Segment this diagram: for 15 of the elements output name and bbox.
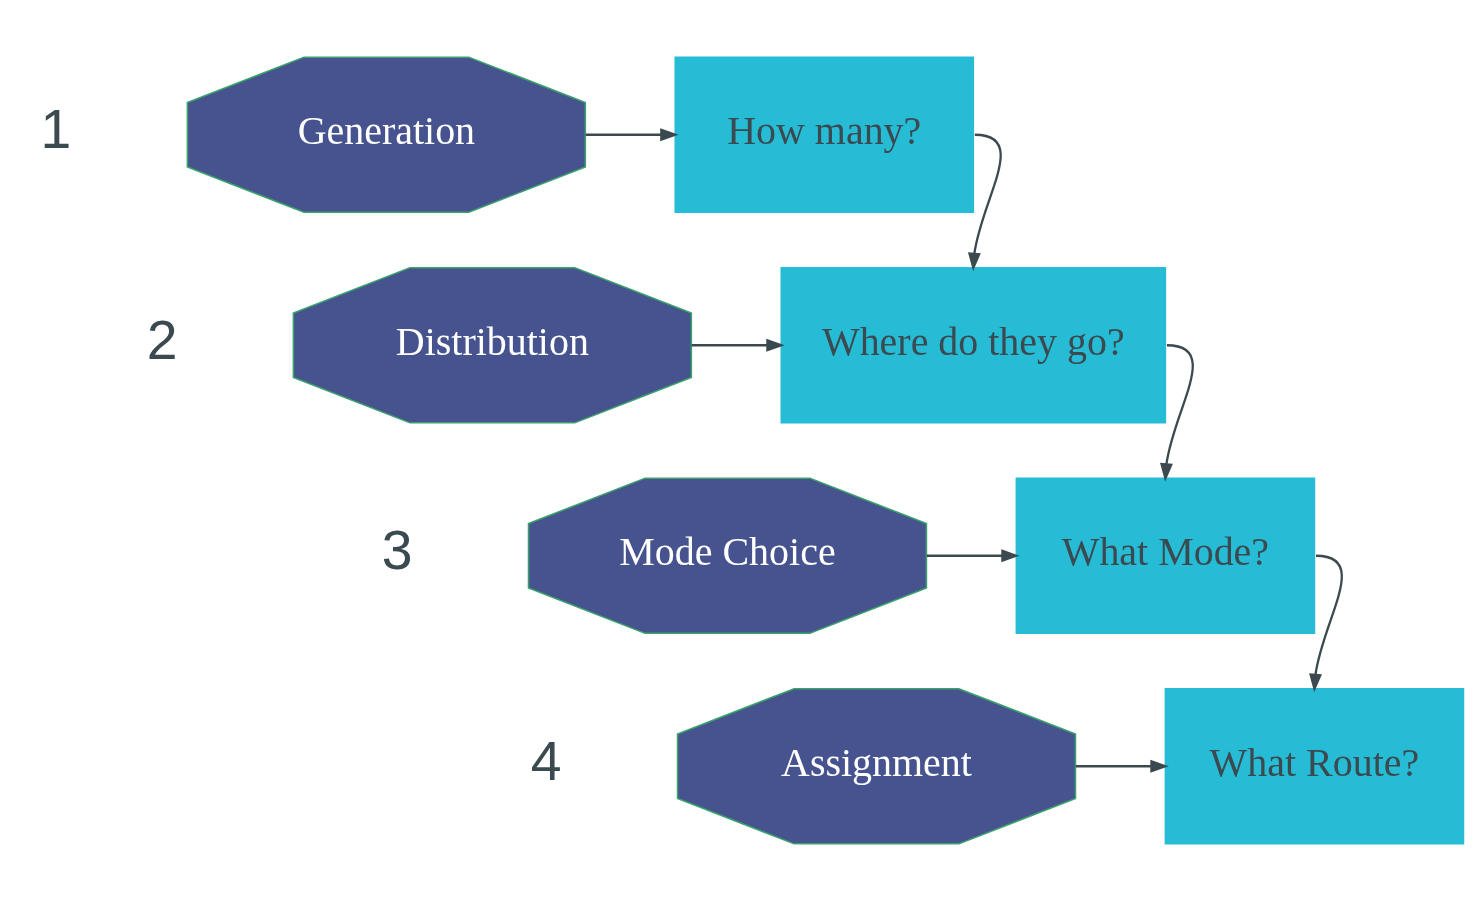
arrow bbox=[967, 133, 1002, 271]
arrow bbox=[1075, 759, 1169, 773]
label: 3 bbox=[381, 518, 413, 581]
node-box: How many? bbox=[674, 55, 975, 213]
label: 1 bbox=[40, 97, 72, 160]
arrow bbox=[691, 338, 785, 352]
arrow bbox=[1309, 554, 1343, 692]
label: 4 bbox=[530, 729, 562, 792]
arrow bbox=[585, 127, 679, 141]
node-box: What Mode? bbox=[1015, 476, 1316, 634]
arrow bbox=[1160, 343, 1194, 482]
arrow bbox=[926, 548, 1020, 562]
label: 2 bbox=[146, 308, 178, 371]
node-box: Where do they go? bbox=[780, 266, 1167, 424]
node-box: What Route? bbox=[1164, 687, 1465, 845]
